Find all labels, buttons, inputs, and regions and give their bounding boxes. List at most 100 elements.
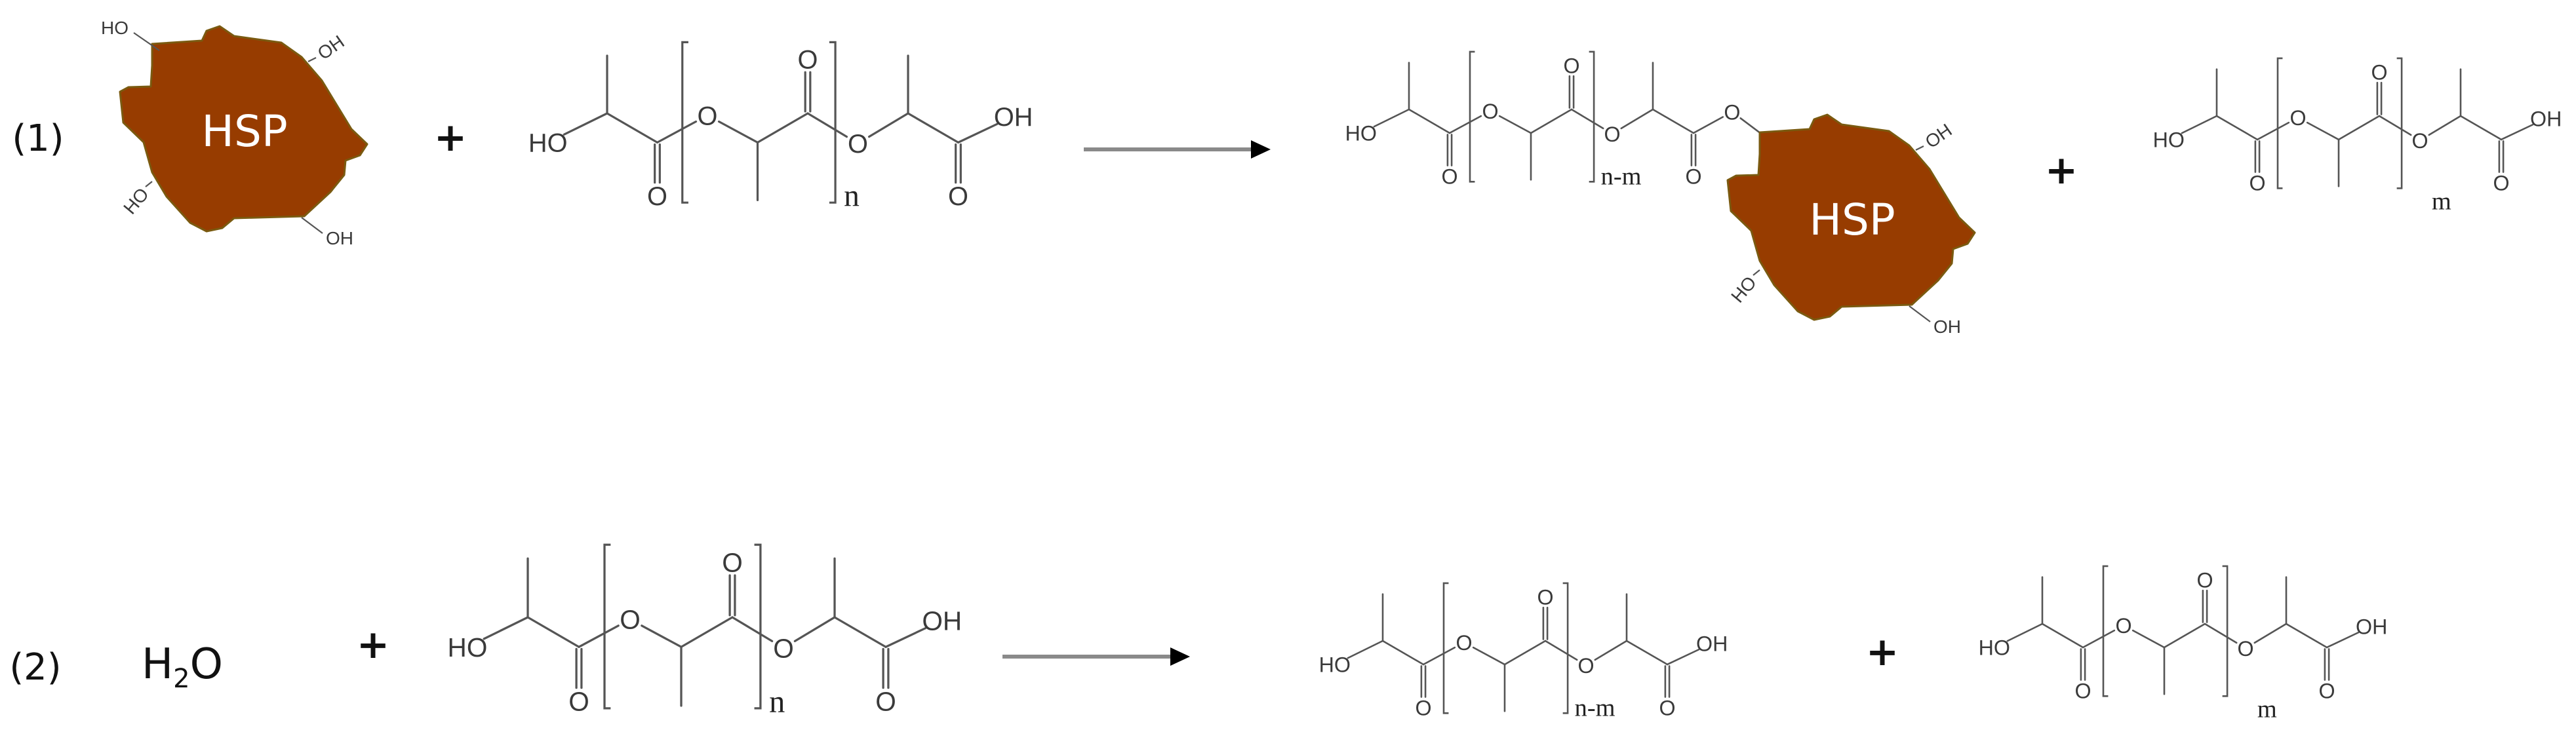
backbone-bond (833, 616, 887, 648)
backbone-bond (717, 120, 759, 144)
backbone-bond (1652, 108, 1695, 134)
backbone-bond (1373, 108, 1410, 128)
carbonyl-oxygen-label: O (2493, 171, 2509, 195)
carbonyl-oxygen-label: O (1537, 586, 1553, 609)
carbonyl-oxygen-label: O (1563, 54, 1579, 78)
backbone-bond (2253, 623, 2288, 644)
particle-blob (1726, 113, 1976, 321)
repeat-count-label: m (2257, 696, 2277, 723)
hydroxyl-bond (145, 181, 153, 187)
backbone-bond (957, 123, 999, 144)
ester-oxygen-label: O (1724, 100, 1740, 124)
ester-oxygen-label: O (620, 605, 641, 635)
backbone-bond (1625, 640, 1669, 666)
ester-oxygen-label: O (2289, 106, 2306, 130)
hydroxyl-label: HO (1319, 653, 1351, 677)
hydroxyl-label: OH (922, 605, 962, 636)
hydroxyl-label: OH (314, 31, 348, 64)
hydroxyl-label: HO (1979, 636, 2010, 660)
repeat-unit-bracket-right (1562, 582, 1569, 714)
backbone-bond (2326, 631, 2360, 649)
backbone-bond (1347, 640, 1384, 659)
backbone-bond (2285, 623, 2328, 649)
plus-sign-1b: + (2045, 147, 2078, 193)
hydroxyl-label: OH (2356, 615, 2387, 638)
arrow-head (1170, 647, 1190, 666)
hydroxyl-bond (1909, 305, 1931, 322)
backbone-bond (907, 112, 960, 144)
backbone-bond (1544, 640, 1578, 661)
hydroxyl-bond (133, 32, 160, 51)
ester-oxygen-label: O (2237, 637, 2253, 661)
reaction-arrow-1 (1084, 140, 1271, 159)
carbonyl-oxygen-label: O (1685, 164, 1701, 188)
reaction-2-label: (2) (9, 646, 61, 689)
carbonyl-oxygen-label: O (2371, 61, 2387, 85)
hydroxyl-bond (307, 57, 317, 62)
backbone-bond (2337, 115, 2381, 141)
backbone-bond (526, 616, 580, 648)
hydroxyl-label: OH (1922, 120, 1956, 152)
particle-label: HSP (1809, 195, 1895, 245)
hydroxyl-label: HO (448, 632, 488, 663)
hydroxyl-label: OH (326, 228, 353, 248)
repeat-unit-bracket-left (681, 41, 688, 204)
water-o: O (190, 640, 223, 689)
hydroxyl-label: OH (1696, 632, 1728, 655)
backbone-bond (2306, 121, 2340, 141)
repeat-unit-bracket-left (1442, 582, 1449, 714)
hydroxyl-label: OH (994, 103, 1033, 132)
backbone-bond (1692, 116, 1724, 134)
backbone-bond (2204, 623, 2238, 644)
carbonyl-oxygen-label: O (568, 687, 589, 717)
hydroxyl-label: HO (1727, 273, 1760, 307)
ester-oxygen-label: O (848, 130, 868, 159)
ester-oxygen-label: O (698, 102, 718, 130)
repeat-unit-bracket-left (2102, 565, 2109, 697)
backbone-bond (1498, 115, 1532, 134)
backbone-bond (731, 616, 774, 643)
repeat-count-label: n-m (1575, 695, 1615, 722)
carbonyl-oxygen-label: O (798, 46, 818, 75)
plus-sign-2b: + (1866, 629, 1899, 675)
backbone-bond (1594, 640, 1628, 661)
hydroxyl-label: OH (1933, 317, 1961, 337)
water-subscript: 2 (173, 664, 189, 694)
backbone-bond (641, 624, 683, 648)
ester-oxygen-label: O (1482, 100, 1498, 123)
backbone-bond (1448, 115, 1482, 134)
carbonyl-oxygen-label: O (2074, 679, 2091, 702)
hydroxyl-bond (1915, 145, 1924, 151)
backbone-bond (2082, 629, 2116, 649)
hydroxyl-label: HO (119, 184, 153, 218)
backbone-bond (578, 624, 620, 648)
ester-oxygen-label: O (1604, 123, 1620, 146)
carbonyl-oxygen-label: O (875, 687, 896, 717)
hydroxyl-bond (1753, 269, 1760, 276)
backbone-bond (1666, 648, 1700, 666)
ester-oxygen-label: O (2115, 614, 2131, 638)
carbonyl-oxygen-label: O (1659, 696, 1675, 720)
hydroxyl-label: HO (2153, 128, 2185, 152)
backbone-bond (483, 616, 529, 640)
backbone-bond (2428, 115, 2462, 136)
particle-blob (119, 25, 368, 233)
arrow-head (1251, 140, 1271, 159)
hydroxyl-bond (301, 217, 323, 234)
backbone-bond (793, 616, 836, 643)
reaction-1-label: (1) (12, 117, 64, 160)
repeat-count-label: n (844, 180, 860, 214)
repeat-unit-bracket-right (2396, 57, 2403, 189)
carbonyl-oxygen-label: O (2318, 679, 2335, 702)
hydroxyl-label: HO (528, 129, 568, 158)
backbone-bond (867, 112, 909, 138)
backbone-bond (2215, 115, 2259, 141)
backbone-bond (2500, 123, 2534, 141)
repeat-unit-bracket-right (754, 543, 762, 710)
backbone-bond (806, 112, 848, 138)
hydroxyl-label: OH (2530, 107, 2562, 130)
backbone-bond (756, 112, 809, 144)
